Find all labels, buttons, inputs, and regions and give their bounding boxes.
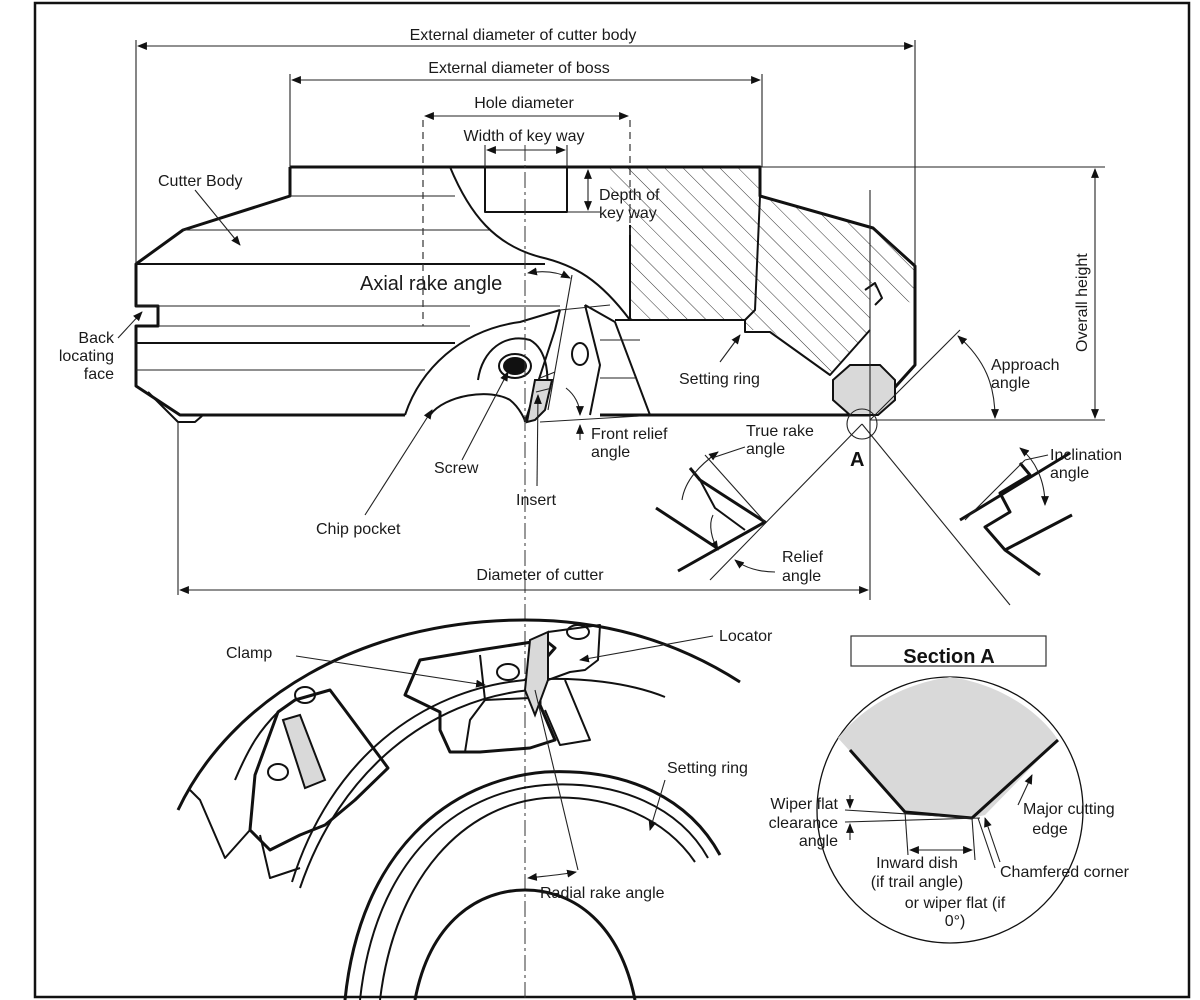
section-a-view — [816, 635, 1084, 944]
label-wiper-1: Wiper flat — [770, 796, 838, 813]
label-true-rake-2: angle — [746, 441, 785, 458]
label-point-a: A — [850, 449, 864, 471]
label-setting-ring-top: Setting ring — [679, 371, 760, 388]
bore-curve — [449, 166, 631, 321]
label-chip-pocket: Chip pocket — [316, 521, 401, 538]
label-key-width: Width of key way — [464, 128, 585, 145]
label-back-1: Back — [78, 330, 115, 347]
label-major-2: edge — [1032, 821, 1068, 838]
axial-rake-arc — [527, 267, 571, 279]
clamp-insert-left — [281, 713, 327, 790]
label-back-2: locating — [59, 348, 114, 365]
corner-insert — [832, 364, 896, 416]
label-axial-rake: Axial rake angle — [360, 273, 502, 295]
label-relief-2: angle — [782, 568, 821, 585]
pocket-top — [403, 638, 557, 754]
plan-outer-arc — [176, 618, 741, 811]
label-inclination-1: Inclination — [1050, 447, 1122, 464]
label-inward-2: (if trail angle) — [871, 874, 963, 891]
chip-pocket-curve — [404, 309, 561, 416]
label-wiper-2: clearance — [769, 815, 838, 832]
approach-angle-arc — [957, 335, 999, 419]
label-screw: Screw — [434, 460, 479, 477]
label-radial-rake: Radial rake angle — [540, 885, 665, 902]
label-front-relief-2: angle — [591, 444, 630, 461]
label-inward-3: or wiper flat (if — [905, 895, 1006, 912]
screw-pocket — [477, 337, 549, 396]
label-ext-body: External diameter of cutter body — [410, 27, 637, 44]
label-inward-4: 0°) — [945, 913, 966, 930]
label-diameter-cutter: Diameter of cutter — [476, 567, 604, 584]
label-wiper-3: angle — [799, 833, 838, 850]
frame-border — [33, 1, 1191, 999]
clamp-insert-top — [523, 630, 549, 718]
setting-ring-arc — [343, 770, 722, 1000]
label-back-3: face — [84, 366, 114, 383]
section-a-title-box — [850, 635, 1047, 667]
label-approach-1: Approach — [991, 357, 1060, 374]
section-a-insert-edge — [848, 738, 1060, 820]
hub-arc — [413, 888, 637, 1000]
label-setting-ring-bottom: Setting ring — [667, 760, 748, 777]
label-cutter-body: Cutter Body — [158, 173, 242, 190]
plan-view — [176, 618, 741, 1000]
label-insert: Insert — [516, 492, 557, 509]
side-view — [117, 40, 1105, 1000]
label-depth-key-2: key way — [599, 205, 657, 222]
label-inward-1: Inward dish — [876, 855, 958, 872]
keyway — [484, 166, 568, 213]
label-inclination-2: angle — [1050, 465, 1089, 482]
label-ext-boss: External diameter of boss — [428, 60, 609, 77]
label-true-rake-1: True rake — [746, 423, 814, 440]
label-chamfered: Chamfered corner — [1000, 864, 1130, 881]
label-clamp: Clamp — [226, 645, 272, 662]
label-front-relief-1: Front relief — [591, 426, 668, 443]
back-flange — [147, 391, 203, 423]
label-approach-2: angle — [991, 375, 1030, 392]
label-relief-1: Relief — [782, 549, 823, 566]
label-overall-height: Overall height — [1074, 253, 1091, 352]
label-hole: Hole diameter — [474, 95, 574, 112]
label-major-1: Major cutting — [1023, 801, 1115, 818]
screw-head — [503, 357, 527, 375]
label-locator: Locator — [719, 628, 773, 645]
label-depth-key-1: Depth of — [599, 187, 660, 204]
insert — [525, 379, 554, 424]
label-section-a: Section A — [903, 646, 995, 668]
pocket-left — [248, 688, 390, 852]
detail-a-circle — [846, 408, 878, 440]
